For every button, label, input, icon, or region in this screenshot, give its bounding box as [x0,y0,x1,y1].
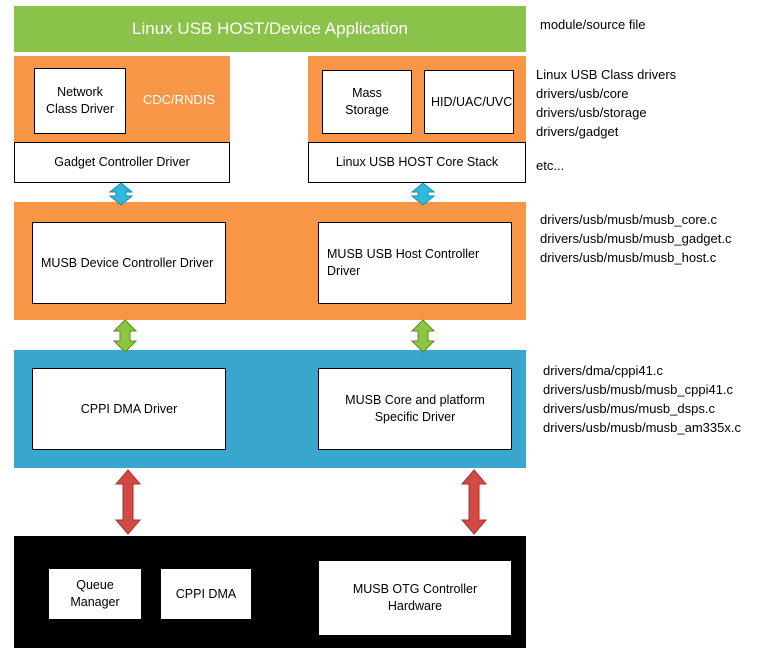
box-musb-usb-host-controller-driver: MUSB USB Host Controller Driver [318,222,512,304]
label-cdc-rndis: CDC/RNDIS [142,92,216,107]
arrow-gadget-to-musb-device [108,182,134,206]
box-cppi-dma: CPPI DMA [160,568,252,620]
annotation-class-drivers-paths: Linux USB Class drivers drivers/usb/core… [536,67,677,139]
annotation-module-source-file: module/source file [540,17,646,32]
box-musb-core-platform-driver: MUSB Core and platform Specific Driver [318,368,512,450]
arrow-musb-host-to-platform [410,319,436,353]
box-linux-usb-host-core-stack: Linux USB HOST Core Stack [308,142,526,183]
layer-application: Linux USB HOST/Device Application [14,6,526,52]
application-title: Linux USB HOST/Device Application [132,19,408,38]
box-network-class-driver: Network Class Driver [34,68,126,134]
box-cppi-dma-driver: CPPI DMA Driver [32,368,226,450]
annotation-etc: etc... [536,158,565,173]
box-queue-manager: Queue Manager [48,568,142,620]
arrow-musb-device-to-cppi [112,319,138,353]
annotation-dma-paths: drivers/dma/cppi41.c drivers/usb/musb/mu… [543,363,741,435]
box-mass-storage: Mass Storage [322,70,412,134]
box-gadget-controller-driver: Gadget Controller Driver [14,142,230,183]
annotation-musb-paths: drivers/usb/musb/musb_core.c drivers/usb… [540,212,732,265]
box-musb-otg-controller-hardware: MUSB OTG Controller Hardware [318,560,512,636]
box-hid-uac-uvc: HID/UAC/UVC [424,70,514,134]
arrow-host-to-musb-host [410,182,436,206]
arrow-platform-to-hardware [460,469,488,535]
arrow-cppi-to-hardware [114,469,142,535]
box-musb-device-controller-driver: MUSB Device Controller Driver [32,222,226,304]
